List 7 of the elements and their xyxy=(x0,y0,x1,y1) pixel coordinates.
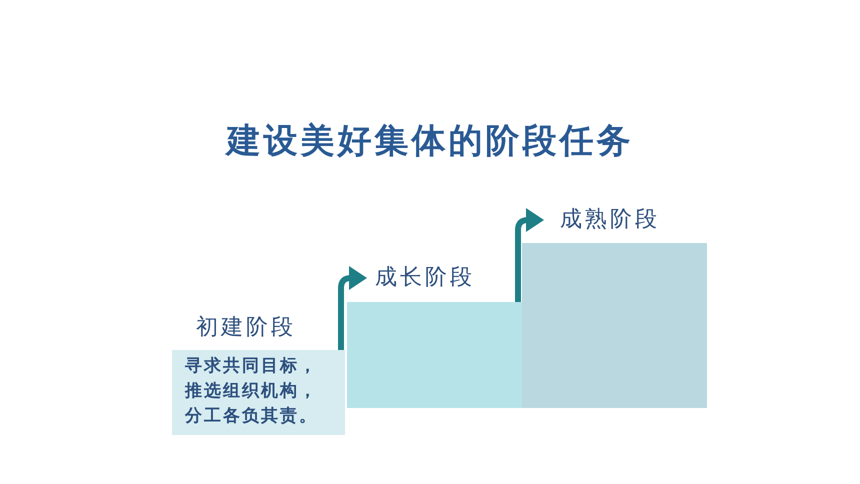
title: 建设美好集体的阶段任务 xyxy=(224,120,634,163)
task-text: 寻求共同目标，推选组织机构，分工各负其责。 xyxy=(185,355,319,428)
step-arrow xyxy=(515,208,544,302)
step-heading: 初建阶段 xyxy=(196,314,296,342)
step-heading: 成长阶段 xyxy=(375,264,475,292)
step-arrow xyxy=(338,266,367,350)
step-heading: 成熟阶段 xyxy=(560,206,660,234)
